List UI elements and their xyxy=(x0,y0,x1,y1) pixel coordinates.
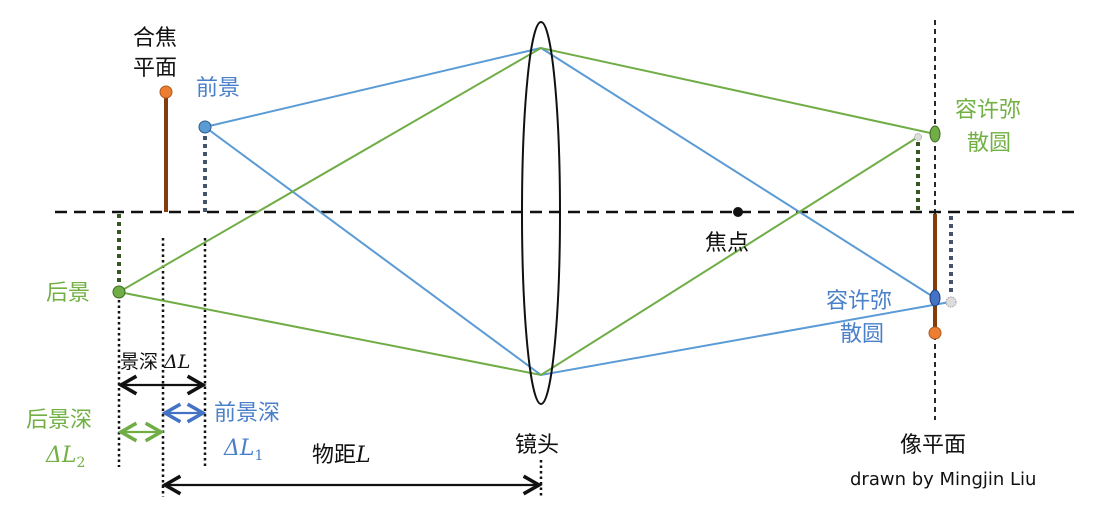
image-focus-point xyxy=(928,326,942,340)
rear-dof-label: 后景深 xyxy=(26,408,92,433)
front-object-point xyxy=(198,120,212,134)
rear-dof-symbol: ΔL2 xyxy=(45,443,85,471)
green-coc-label-1: 容许弥 xyxy=(955,98,1021,123)
lens xyxy=(521,21,561,405)
focus-object-point xyxy=(159,85,173,99)
green-ray-bottom xyxy=(118,136,919,377)
blue-coc-label-2: 散圆 xyxy=(840,322,884,347)
foreground-label: 前景 xyxy=(196,76,240,101)
back-object-point xyxy=(112,285,126,299)
focal-point-label: 焦点 xyxy=(705,231,749,256)
blue-coc xyxy=(929,289,941,307)
green-coc xyxy=(929,125,941,143)
blue-image-point xyxy=(945,296,957,308)
green-coc-label-2: 散圆 xyxy=(967,131,1011,156)
focus-plane-label-1: 合焦 xyxy=(133,26,177,51)
object-distance-label: 物距L xyxy=(312,443,371,468)
blue-ray-top xyxy=(204,46,936,299)
background-label: 后景 xyxy=(46,281,90,306)
credit-text: drawn by Mingjin Liu xyxy=(850,469,1036,490)
green-image-point xyxy=(914,133,922,141)
focal-point xyxy=(733,207,743,217)
blue-ray-bottom xyxy=(204,126,951,377)
focus-plane-label-2: 平面 xyxy=(133,56,177,81)
lens-label: 镜头 xyxy=(515,433,559,458)
front-dof-label: 前景深 xyxy=(214,401,280,426)
front-dof-symbol: ΔL1 xyxy=(223,436,263,464)
green-ray-top xyxy=(118,46,936,293)
blue-coc-label-1: 容许弥 xyxy=(826,289,892,314)
image-plane-label: 像平面 xyxy=(900,433,966,458)
